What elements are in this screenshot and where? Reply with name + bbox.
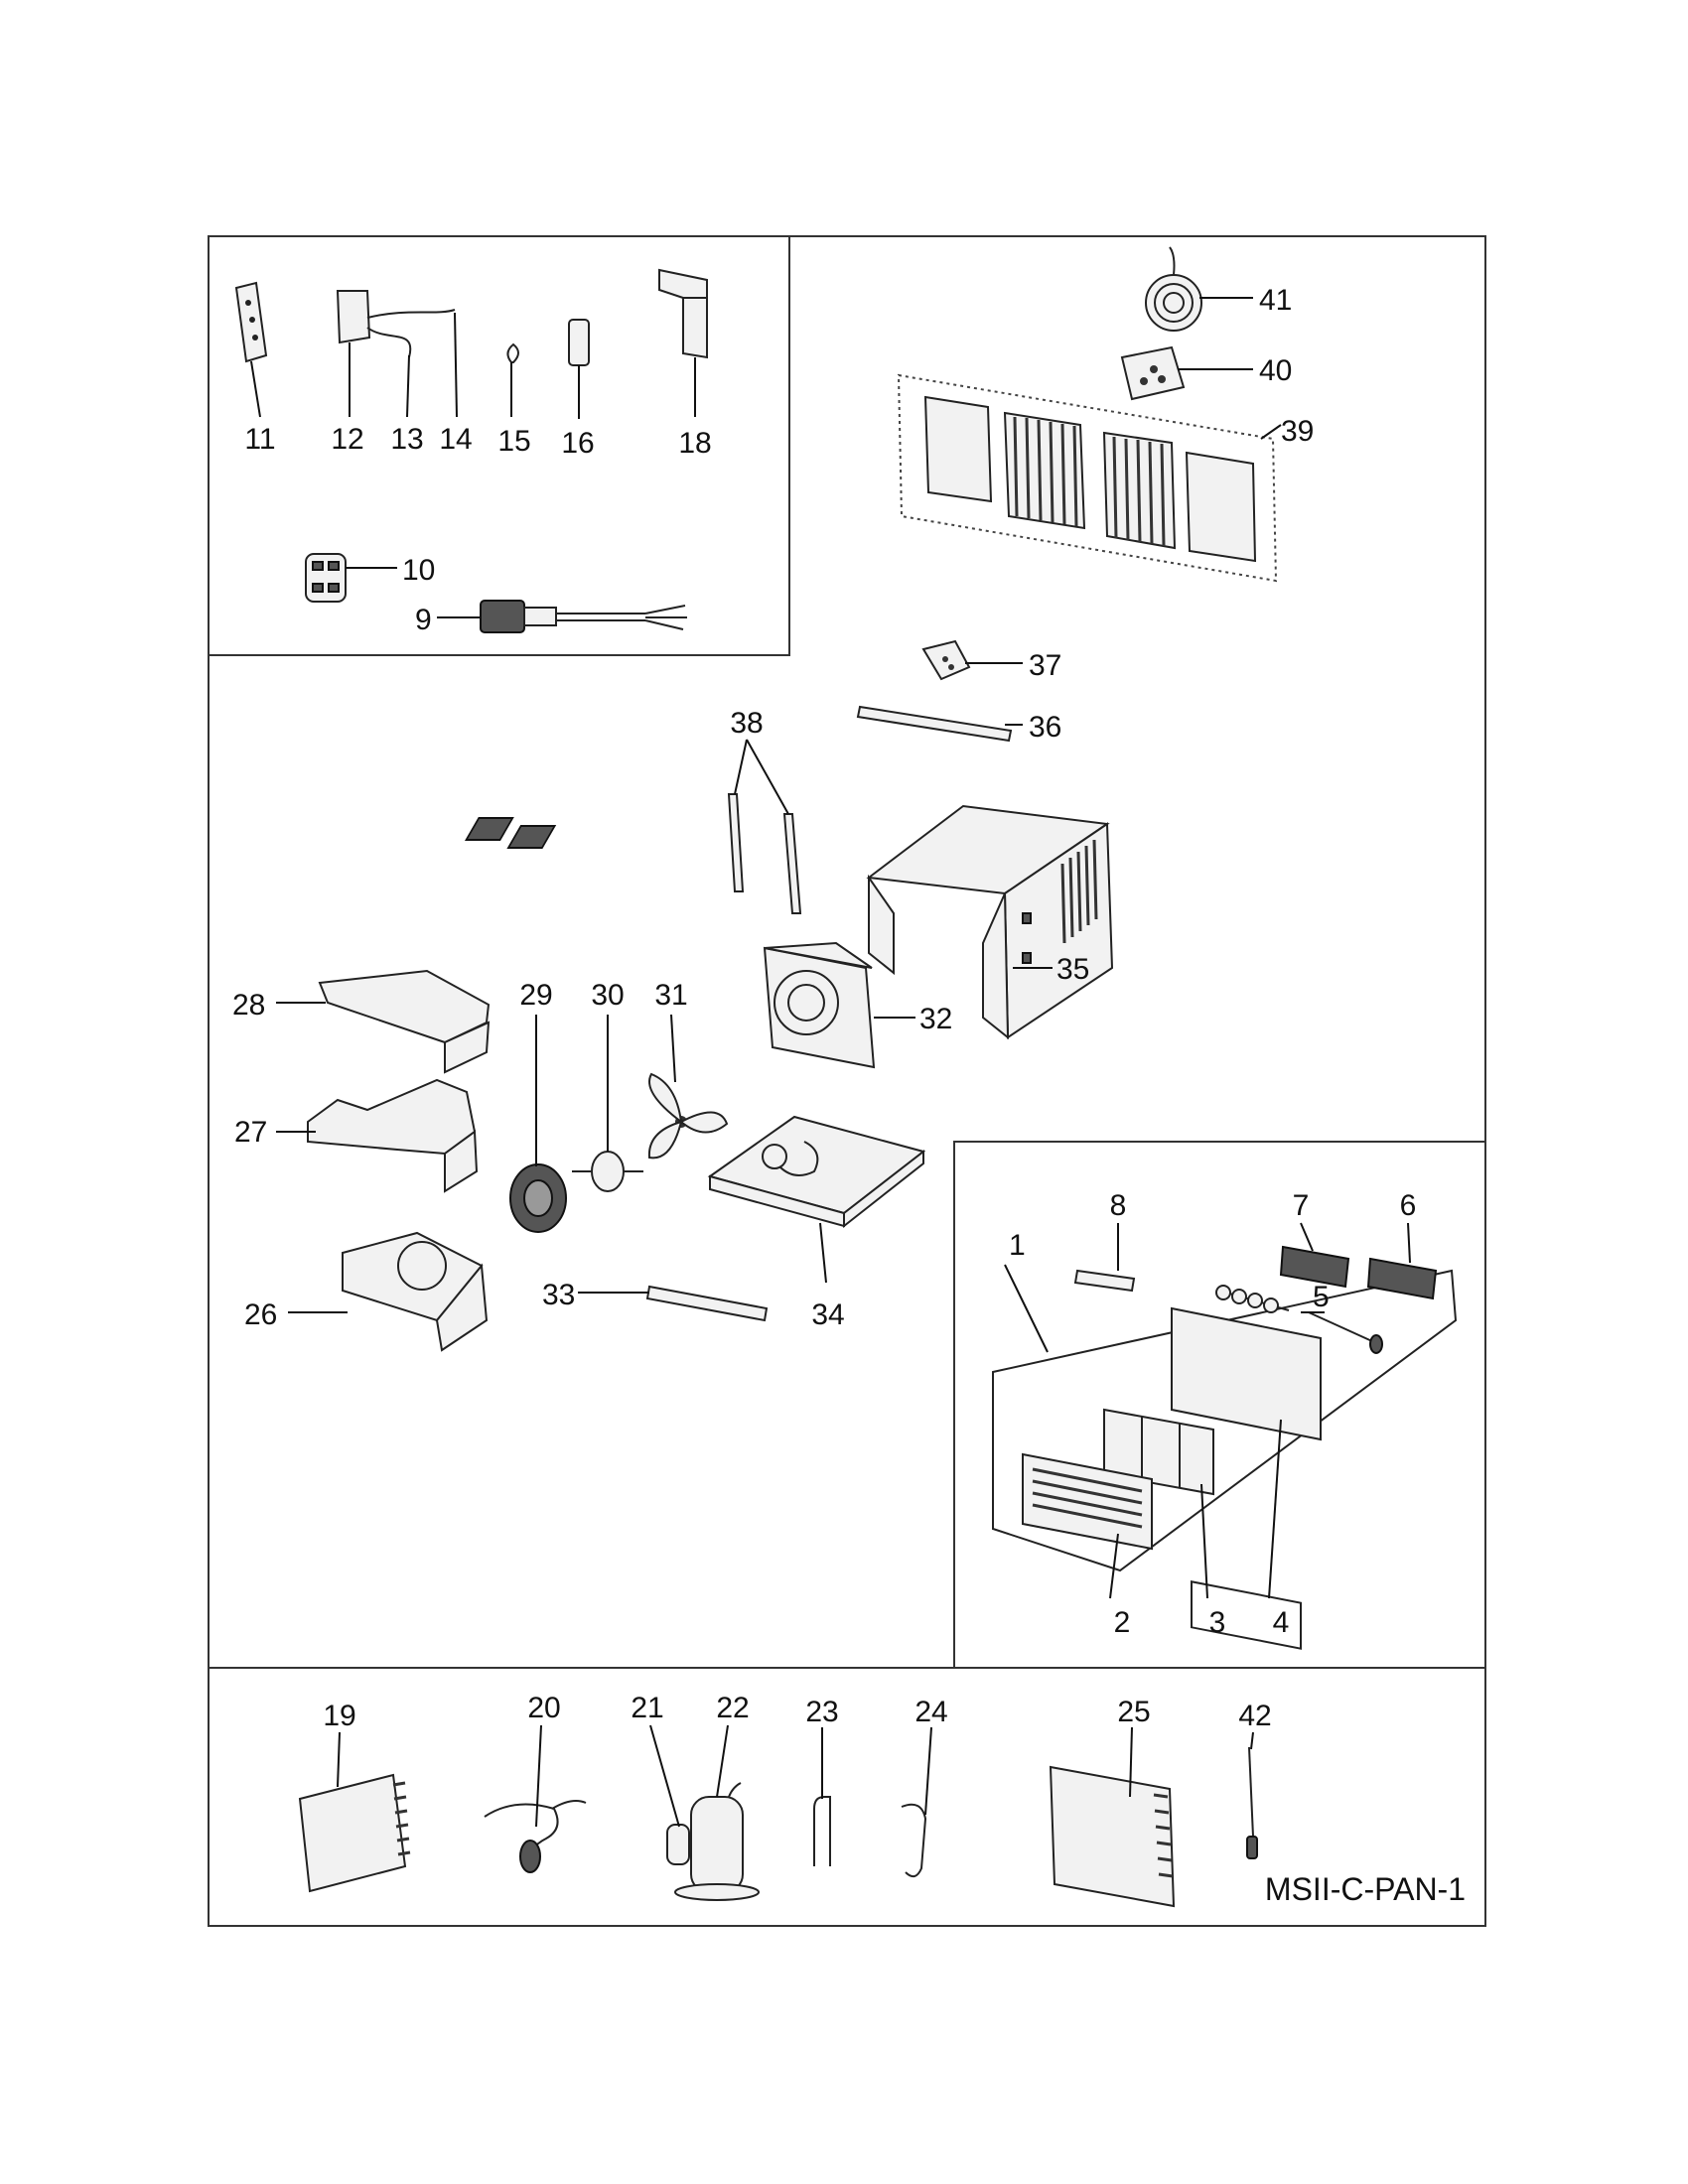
part-11-control-board	[234, 281, 268, 363]
part-4-front-panel	[1171, 1306, 1322, 1650]
callout-9: 9	[415, 604, 432, 636]
callout-28: 28	[232, 989, 265, 1022]
diagram-frames	[208, 235, 1486, 1927]
part-41-sealing-coil	[1145, 246, 1202, 332]
part-36-top-rail	[856, 705, 1013, 743]
part-20-capillary-assembly	[484, 1800, 587, 1873]
part-6-louver	[1366, 1257, 1438, 1300]
part-32-fan-shroud	[763, 941, 876, 1069]
callout-36: 36	[1029, 711, 1061, 744]
callout-39: 39	[1281, 415, 1314, 448]
part-5-vertical-louver-set	[1215, 1285, 1383, 1354]
callout-18: 18	[678, 427, 711, 460]
part-16-capacitor	[568, 319, 590, 366]
part-12-14-wire-harness	[336, 290, 456, 358]
part-27-evaporator-housing	[307, 1078, 479, 1193]
callout-15: 15	[497, 425, 530, 458]
callout-26: 26	[244, 1298, 277, 1331]
callout-7: 7	[1293, 1189, 1310, 1222]
cabinet-top-vents	[464, 817, 557, 849]
part-42-sensor	[1246, 1746, 1258, 1859]
part-39-window-panel	[897, 373, 1278, 583]
callout-14: 14	[439, 423, 472, 456]
part-9-power-cord	[480, 600, 687, 633]
callout-35: 35	[1056, 953, 1089, 986]
callout-21: 21	[631, 1692, 663, 1724]
callout-10: 10	[402, 554, 435, 587]
callout-19: 19	[323, 1700, 355, 1732]
part-8-display-board	[1073, 1269, 1136, 1293]
callout-23: 23	[805, 1696, 838, 1728]
window-panel-louvers-left	[1003, 411, 1086, 530]
part-21-22-compressor	[666, 1782, 760, 1901]
callout-5: 5	[1313, 1281, 1330, 1313]
part-2-front-grille	[1022, 1452, 1153, 1551]
part-35-cabinet	[464, 804, 1114, 1040]
part-25-condenser-coil	[1049, 1765, 1176, 1908]
callout-2: 2	[1114, 1606, 1131, 1639]
callout-1: 1	[1009, 1229, 1026, 1262]
callout-41: 41	[1259, 284, 1292, 317]
part-23-discharge-tube	[813, 1796, 831, 1866]
callout-30: 30	[591, 979, 624, 1012]
callout-6: 6	[1400, 1189, 1417, 1222]
part-10-remote-holder	[305, 553, 347, 603]
callout-32: 32	[919, 1003, 952, 1035]
part-34-base-pan	[707, 1115, 926, 1229]
cabinet-side-vents	[1060, 839, 1098, 944]
callout-38: 38	[730, 707, 763, 740]
part-40-screw-bag	[1120, 345, 1186, 401]
callout-24: 24	[914, 1696, 947, 1728]
callout-8: 8	[1110, 1189, 1127, 1222]
callout-11: 11	[244, 423, 275, 456]
callout-37: 37	[1029, 649, 1061, 682]
callout-16: 16	[561, 427, 594, 460]
callout-20: 20	[527, 1692, 560, 1724]
callout-3: 3	[1209, 1606, 1226, 1639]
callout-13: 13	[390, 423, 423, 456]
callout-34: 34	[811, 1298, 844, 1331]
part-7-louver	[1279, 1245, 1350, 1289]
callout-33: 33	[542, 1279, 575, 1311]
callout-4: 4	[1273, 1606, 1290, 1639]
part-29-blower-wheel	[509, 1163, 567, 1233]
callout-42: 42	[1238, 1700, 1271, 1732]
part-24-suction-tube	[901, 1803, 927, 1878]
callout-25: 25	[1117, 1696, 1150, 1728]
drawing-code: MSII-C-PAN-1	[1265, 1871, 1466, 1907]
part-30-fan-motor	[572, 1151, 643, 1192]
part-26-fan-housing	[342, 1231, 489, 1352]
callout-29: 29	[519, 979, 552, 1012]
part-3-air-filter	[1103, 1408, 1214, 1496]
part-18-control-box-cover	[658, 268, 708, 359]
callout-27: 27	[234, 1116, 267, 1149]
part-38-side-curtains	[727, 793, 802, 914]
part-37-screw-bag	[921, 639, 971, 681]
part-15-clip	[506, 342, 519, 363]
part-33-base-rail	[645, 1285, 769, 1322]
callout-40: 40	[1259, 354, 1292, 387]
part-31-fan-blade	[647, 1072, 729, 1160]
window-panel-louvers-right	[1102, 431, 1177, 550]
callout-22: 22	[716, 1692, 749, 1724]
callout-12: 12	[331, 423, 363, 456]
callout-31: 31	[654, 979, 687, 1012]
part-19-evaporator-coil	[298, 1773, 411, 1893]
part-28-air-duct	[318, 969, 491, 1074]
callout-labels: 11 12 13 14 15 16 18 10 9 41 40 39 37 36…	[232, 284, 1466, 1907]
